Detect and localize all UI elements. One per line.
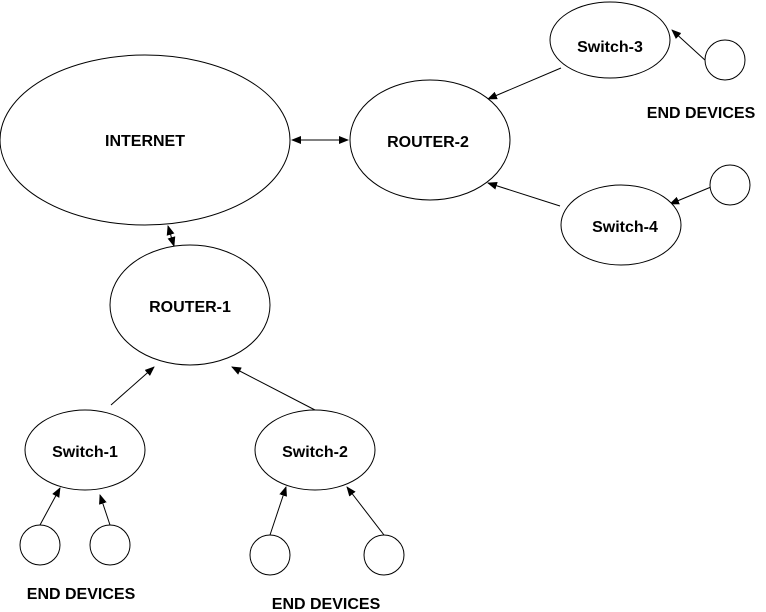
switch-2-ellipse — [254, 409, 376, 491]
edge-device1-switch1 — [39, 487, 61, 526]
node-internet: INTERNET — [0, 54, 291, 226]
edge-switch1-router1 — [110, 366, 155, 406]
edge-device-switch3 — [671, 29, 707, 62]
node-router-1: ROUTER-1 — [109, 244, 271, 366]
router-2-ellipse — [349, 79, 511, 201]
end-devices-caption-bottom-center: END DEVICES — [272, 596, 381, 612]
switch-3-label: Switch-3 — [577, 39, 643, 56]
end-device-switch4 — [709, 164, 751, 206]
router-2-label: ROUTER-2 — [387, 134, 469, 151]
node-switch-2: Switch-2 — [254, 409, 376, 491]
end-devices — [19, 39, 751, 576]
edge-switch2-router1 — [231, 366, 316, 411]
edge-device-switch4 — [669, 186, 712, 205]
end-device-switch1-b — [89, 524, 131, 566]
edge-internet-router1 — [166, 225, 176, 247]
edge-device2-switch1 — [99, 494, 111, 526]
switch-3-ellipse — [549, 1, 671, 79]
internet-ellipse — [0, 54, 291, 226]
router-1-label: ROUTER-1 — [149, 299, 231, 316]
edge-device4-switch2 — [346, 486, 385, 536]
node-switch-1: Switch-1 — [24, 409, 146, 491]
node-switch-4: Switch-4 — [560, 184, 682, 266]
switch-4-label: Switch-4 — [592, 219, 658, 236]
edge-switch3-router2 — [487, 67, 562, 100]
end-devices-caption-top-right: END DEVICES — [647, 105, 756, 122]
internet-label: INTERNET — [105, 133, 185, 150]
switch-1-label: Switch-1 — [52, 444, 118, 461]
edges — [39, 29, 712, 536]
switch-1-ellipse — [24, 409, 146, 491]
end-device-switch2-b — [363, 534, 405, 576]
edge-switch4-router2 — [487, 181, 561, 207]
switch-2-label: Switch-2 — [282, 444, 348, 461]
end-device-switch1-a — [19, 524, 61, 566]
end-device-switch2-a — [249, 534, 291, 576]
router-1-ellipse — [109, 244, 271, 366]
end-device-switch3 — [704, 39, 746, 81]
node-switch-3: Switch-3 — [549, 1, 671, 79]
edge-device3-switch2 — [269, 486, 287, 536]
node-router-2: ROUTER-2 — [349, 79, 511, 201]
end-devices-caption-bottom-left: END DEVICES — [27, 586, 136, 603]
switch-4-ellipse — [560, 184, 682, 266]
